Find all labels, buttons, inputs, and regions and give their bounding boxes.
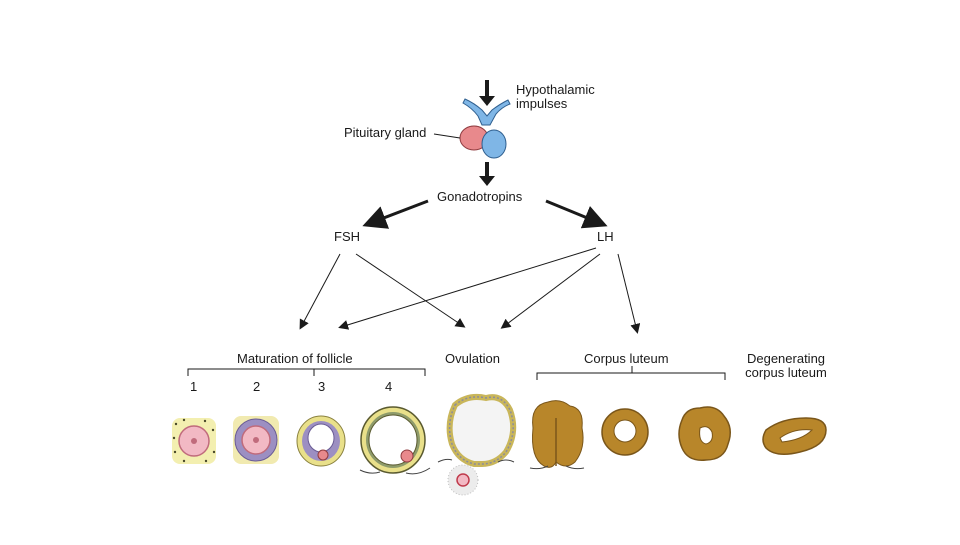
arrow-fsh-to-ovulation	[356, 254, 463, 326]
follicle-stage-2	[233, 416, 279, 464]
arrow-lh-to-maturation	[341, 248, 596, 327]
arrow-to-lh	[546, 201, 602, 224]
pituitary-gland	[434, 99, 510, 158]
degenerating-line-2: corpus luteum	[738, 366, 834, 380]
corpus-luteum-early	[530, 401, 584, 469]
corpus-luteum-mature	[679, 407, 730, 460]
pituitary-gland-label: Pituitary gland	[344, 126, 426, 140]
arrow-fsh-to-maturation	[301, 254, 340, 327]
corpus-luteum-label: Corpus luteum	[584, 352, 669, 366]
hypothalamic-line-1: Hypothalamic	[516, 83, 595, 97]
stage-number-1: 1	[190, 380, 197, 394]
follicle-stage-1	[172, 418, 216, 464]
gonadotropins-label: Gonadotropins	[437, 190, 522, 204]
gonadotropins-arrow	[479, 162, 495, 186]
maturation-of-follicle-label: Maturation of follicle	[237, 352, 353, 366]
bracket-maturation	[188, 369, 425, 376]
degenerating-corpus-luteum-label: Degenerating corpus luteum	[738, 352, 834, 380]
bracket-corpus-luteum	[537, 366, 725, 380]
arrow-lh-to-corpus-luteum	[618, 254, 637, 331]
hypothalamic-impulses-label: Hypothalamic impulses	[516, 83, 595, 111]
stage-number-4: 4	[385, 380, 392, 394]
stage-number-2: 2	[253, 380, 260, 394]
stage-number-3: 3	[318, 380, 325, 394]
hypothalamic-line-2: impulses	[516, 97, 595, 111]
follicle-stage-4	[360, 407, 430, 474]
arrow-to-fsh	[368, 201, 428, 224]
fsh-label: FSH	[334, 230, 360, 244]
degenerating-line-1: Degenerating	[738, 352, 834, 366]
arrow-lh-to-ovulation	[503, 254, 600, 327]
hypothalamic-arrow	[479, 80, 495, 106]
follicle-stage-3	[297, 416, 345, 466]
degenerating-corpus-luteum	[763, 418, 826, 454]
lh-label: LH	[597, 230, 614, 244]
ovulation-label: Ovulation	[445, 352, 500, 366]
corpus-luteum-ring	[602, 409, 648, 455]
ovulation-follicle	[438, 397, 514, 495]
